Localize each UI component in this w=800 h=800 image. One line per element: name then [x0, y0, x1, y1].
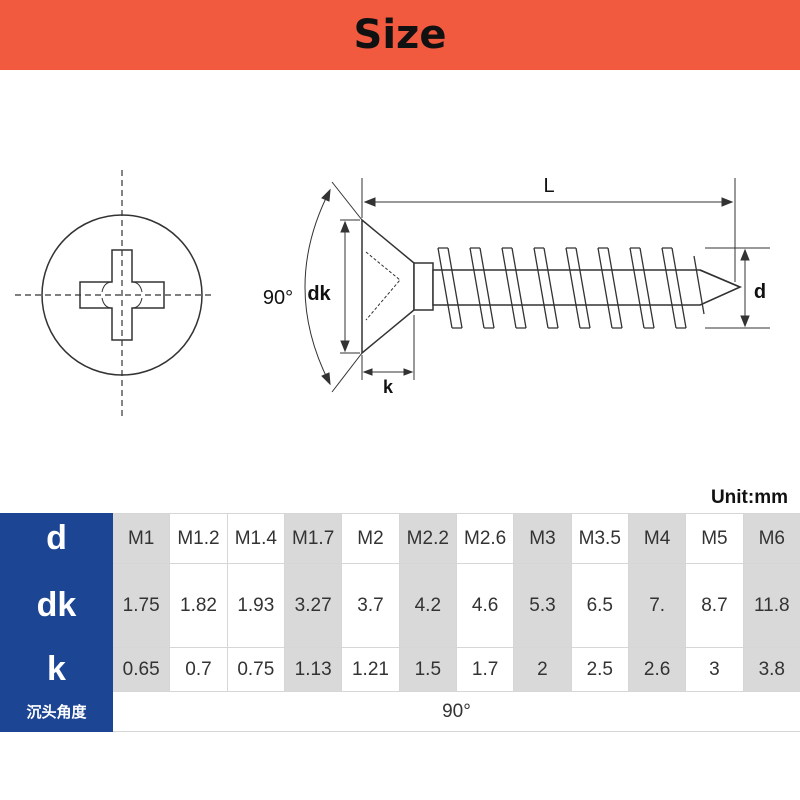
cell-dk: 1.93 [226, 563, 285, 648]
cell-dk: 7. [627, 563, 687, 648]
label-d: d [754, 281, 766, 303]
cell-k: 2 [513, 647, 572, 692]
cell-d: M6 [742, 513, 800, 564]
head-circle [41, 214, 203, 376]
cell-k: 0.7 [169, 647, 228, 692]
cell-dk: 4.2 [398, 563, 457, 648]
cell-d: M1.2 [169, 513, 228, 564]
cell-k: 1.7 [455, 647, 515, 692]
size-spec-table: d M1 M1.2 M1.4 M1.7 M2 M2.2 M2.6 M3 M3.5… [0, 513, 800, 732]
cell-dk: 3.27 [283, 563, 343, 648]
cell-d: M2.6 [455, 513, 515, 564]
cell-k: 2.5 [570, 647, 629, 692]
cell-dk: 5.3 [513, 563, 572, 648]
cell-k: 1.5 [398, 647, 457, 692]
banner-title: Size [353, 12, 447, 58]
cell-d: M3 [513, 513, 572, 564]
label-L: L [543, 175, 554, 197]
label-k: k [383, 377, 394, 397]
cell-k: 3.8 [742, 647, 800, 692]
cell-dk: 1.75 [111, 563, 171, 648]
cell-dk: 3.7 [341, 563, 400, 648]
row-header-angle: 沉头角度 [0, 691, 113, 732]
cell-dk: 11.8 [742, 563, 800, 648]
row-header-dk: dk [0, 563, 113, 648]
screw-side-view [361, 218, 742, 355]
countersunk-head [361, 218, 415, 355]
cell-dk: 6.5 [570, 563, 629, 648]
row-header-k: k [0, 647, 113, 692]
cell-dk: 8.7 [685, 563, 744, 648]
screw-threads [437, 247, 705, 329]
cell-d: M5 [685, 513, 744, 564]
cell-d: M1 [111, 513, 171, 564]
unit-label: Unit:mm [710, 487, 788, 508]
cell-d: M3.5 [570, 513, 629, 564]
cell-d: M1.4 [226, 513, 285, 564]
label-angle: 90° [263, 287, 293, 309]
cell-k: 0.65 [111, 647, 171, 692]
cell-d: M1.7 [283, 513, 343, 564]
cell-d: M4 [627, 513, 687, 564]
cell-d: M2 [341, 513, 400, 564]
table-row-dk: dk 1.75 1.82 1.93 3.27 3.7 4.2 4.6 5.3 6… [0, 563, 800, 648]
dimension-lines [304, 178, 770, 393]
row-header-d: d [0, 513, 113, 564]
head-top-view [15, 170, 215, 420]
cell-angle: 90° [112, 691, 800, 732]
cell-k: 1.13 [283, 647, 343, 692]
label-dk: dk [307, 283, 331, 305]
title-banner: Size [0, 0, 800, 70]
table-row-k: k 0.65 0.7 0.75 1.13 1.21 1.5 1.7 2 2.5 … [0, 647, 800, 692]
angle-arc [304, 189, 331, 385]
screw-technical-drawing: L dk d k 90° [15, 170, 770, 420]
cell-dk: 4.6 [455, 563, 515, 648]
cell-k: 1.21 [341, 647, 400, 692]
table-row-angle: 沉头角度 90° [0, 691, 800, 732]
table-row-d: d M1 M1.2 M1.4 M1.7 M2 M2.2 M2.6 M3 M3.5… [0, 513, 800, 564]
cell-k: 3 [685, 647, 744, 692]
cell-k: 2.6 [627, 647, 687, 692]
cell-dk: 1.82 [169, 563, 228, 648]
cell-k: 0.75 [226, 647, 285, 692]
cell-d: M2.2 [398, 513, 457, 564]
